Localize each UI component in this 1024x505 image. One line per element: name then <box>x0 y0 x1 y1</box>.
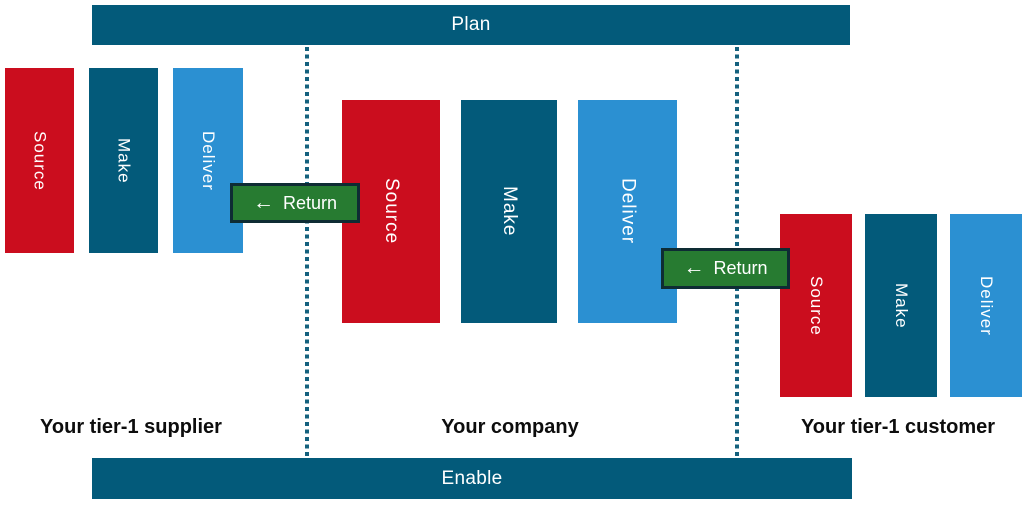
supplier-make-bar: Make <box>89 68 158 253</box>
company-group-label: Your company <box>441 416 579 438</box>
customer-deliver-bar: Deliver <box>950 214 1022 397</box>
customer-make-bar: Make <box>865 214 937 397</box>
left-arrow-icon: ← <box>252 190 274 214</box>
plan-bar: Plan <box>92 5 850 45</box>
return-button-customer: ← Return <box>661 248 790 289</box>
return-label: Return <box>282 192 338 213</box>
supplier-deliver-bar: Deliver <box>173 68 243 253</box>
company-make-bar: Make <box>461 100 557 323</box>
customer-group-label: Your tier-1 customer <box>800 416 996 438</box>
return-label: Return <box>713 258 768 278</box>
supplier-group-label: Your tier-1 supplier <box>40 416 222 438</box>
supplier-source-bar: Source <box>5 68 74 253</box>
divider-supplier-company <box>305 47 309 458</box>
left-arrow-icon: ← <box>683 256 705 279</box>
company-deliver-bar: Deliver <box>578 100 677 323</box>
customer-source-bar: Source <box>780 214 852 397</box>
return-button-supplier: ← Return <box>230 183 360 223</box>
enable-bar: Enable <box>92 458 852 499</box>
